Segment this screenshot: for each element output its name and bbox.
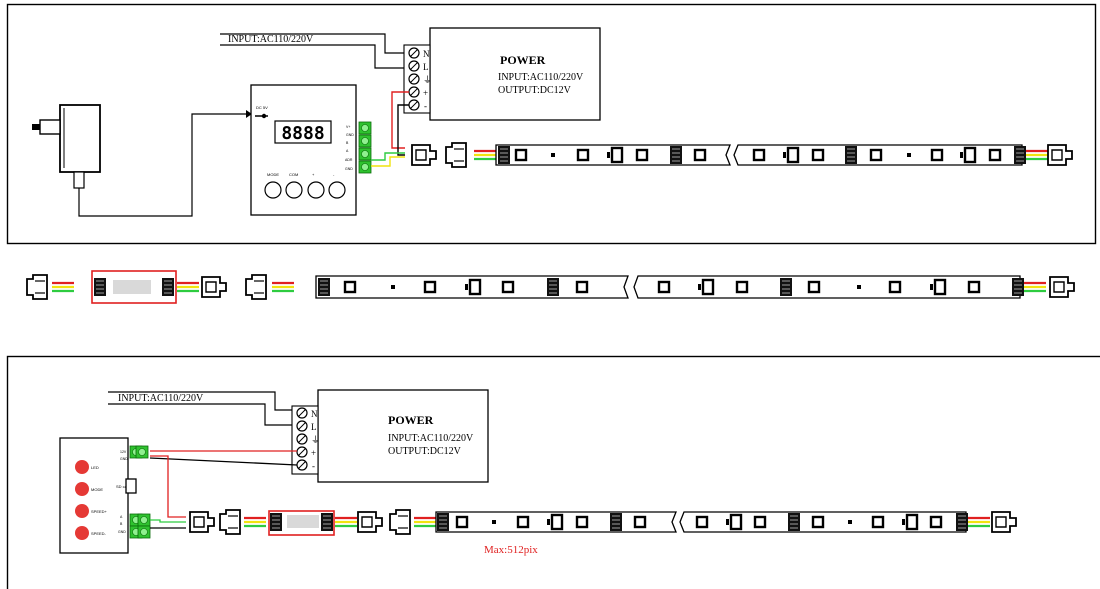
data-wire	[371, 152, 405, 161]
plug-connector	[991, 511, 1017, 533]
plug-connector	[445, 142, 467, 168]
led-strip	[315, 275, 1025, 299]
pin-a: A	[346, 149, 349, 153]
com-button[interactable]	[285, 181, 303, 199]
max-pixels-note: Max:512pix	[484, 544, 538, 556]
pin-adr: ADR	[345, 158, 353, 162]
power-output-spec: OUTPUT:DC12V	[388, 446, 462, 457]
plug-connector	[201, 276, 227, 298]
seven-segment-display	[274, 120, 332, 144]
power-title: POWER	[500, 53, 546, 67]
button-label-speed-up: SPEED+	[91, 509, 108, 514]
signal-amplifier	[91, 270, 177, 304]
plug-connector	[389, 509, 411, 535]
panel-top: INPUT:AC110/220V POWER INPUT:AC110/220V …	[6, 3, 1097, 245]
terminal-minus: -	[424, 101, 427, 111]
terminal-ground: ⏚	[423, 75, 432, 85]
controller-terminal-block	[358, 121, 372, 174]
plug-connector	[357, 511, 383, 533]
terminal-plus: +	[423, 88, 428, 98]
power-supply: POWER INPUT:AC110/220V OUTPUT:DC12V N L …	[291, 389, 489, 483]
wall-adapter	[32, 104, 252, 217]
pin-b: B	[346, 141, 349, 145]
power-supply: POWER INPUT:AC110/220V OUTPUT:DC12V N L …	[403, 27, 601, 121]
mode-button[interactable]	[264, 181, 282, 199]
signal-amplifier	[268, 510, 335, 536]
input-label: INPUT:AC110/220V	[228, 34, 314, 45]
mode-button[interactable]	[75, 482, 89, 496]
terminal-plus: +	[311, 448, 316, 458]
pin-b: B	[120, 522, 123, 526]
plug-connector	[219, 509, 241, 535]
button-label-minus: -	[333, 172, 335, 177]
pin-vplus: V+	[346, 125, 350, 129]
panel-bottom: INPUT:AC110/220V POWER INPUT:AC110/220V …	[6, 355, 1100, 589]
terminal-l: L	[311, 422, 317, 432]
led-strip	[495, 144, 1027, 166]
pin-gnd-1: GND	[346, 133, 354, 137]
button-label-plus: +	[312, 172, 315, 177]
input-label: INPUT:AC110/220V	[118, 393, 204, 404]
led-button[interactable]	[75, 460, 89, 474]
terminal-ground: ⏚	[311, 435, 320, 445]
strip-power-wire	[150, 455, 186, 518]
panel-top-frame	[6, 3, 1097, 245]
data-wire-2	[371, 156, 405, 167]
controller-unit: LED MODE SPEED+ SPEED- SD card 12V GND A…	[59, 437, 151, 554]
button-label-led: LED	[91, 465, 99, 470]
terminal-n: N	[311, 409, 318, 419]
data-wire	[150, 519, 186, 523]
dc-negative-wire	[149, 457, 298, 466]
power-input-spec: INPUT:AC110/220V	[498, 72, 584, 83]
pin-gnd: GND	[120, 457, 128, 461]
dc-negative-wire	[397, 104, 409, 156]
power-output-spec: OUTPUT:DC12V	[498, 85, 572, 96]
panel-bottom-frame	[6, 355, 1100, 589]
power-title: POWER	[388, 413, 434, 427]
terminal-l: L	[423, 62, 429, 72]
button-label-speed-down: SPEED-	[91, 531, 107, 536]
ac-input-wires	[220, 33, 412, 69]
terminal-n: N	[423, 49, 430, 59]
pin-a: A	[120, 515, 123, 519]
dc-input-label: DC 5V	[256, 105, 268, 110]
led-strip	[435, 511, 969, 533]
button-label-com: COM	[289, 172, 298, 177]
button-label-mode: MODE	[91, 487, 103, 492]
plug-connector	[189, 511, 215, 533]
sd-card-slot[interactable]	[125, 478, 137, 494]
sd-card-label: SD card	[116, 484, 130, 489]
plug-connector	[411, 144, 437, 166]
display-digits: 8888	[281, 123, 324, 144]
pin-gnd-2: GND	[345, 167, 353, 171]
button-label-mode: MODE	[267, 172, 279, 177]
plus-button[interactable]	[307, 181, 325, 199]
pin-12v: 12V	[120, 450, 127, 454]
speed-up-button[interactable]	[75, 504, 89, 518]
terminal-minus: -	[312, 461, 315, 471]
middle-strip-row	[26, 270, 1075, 304]
speed-down-button[interactable]	[75, 526, 89, 540]
pin-gnd-data: GND	[118, 530, 126, 534]
plug-connector	[1049, 276, 1075, 298]
ac-input-wires	[108, 391, 300, 426]
minus-button[interactable]	[328, 181, 346, 199]
controller-unit: DC 5V 8888 MODE COM + - V+ GND B A ADR G…	[250, 84, 372, 216]
plug-connector	[1047, 144, 1073, 166]
plug-connector	[26, 274, 48, 300]
power-input-spec: INPUT:AC110/220V	[388, 433, 474, 444]
plug-connector	[245, 274, 267, 300]
